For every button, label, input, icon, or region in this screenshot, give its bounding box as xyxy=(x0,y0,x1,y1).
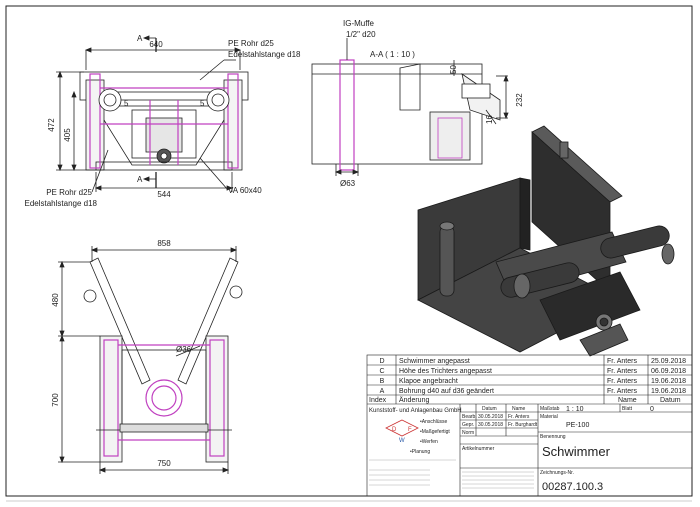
svg-text:Artikelnummer: Artikelnummer xyxy=(462,446,495,452)
service-1: •Anschlüsse xyxy=(420,419,448,425)
dim-544: 544 xyxy=(157,190,171,199)
revision-name: Fr. Anters xyxy=(607,368,637,375)
revision-index: C xyxy=(379,368,384,375)
svg-text:Datum: Datum xyxy=(482,406,497,412)
svg-text:30.05.2018: 30.05.2018 xyxy=(478,422,503,428)
label-ig-muffe: IG-Muffe xyxy=(343,19,375,28)
company-logo: D F W xyxy=(385,419,419,444)
scale-value: 1 : 10 xyxy=(566,406,584,413)
revision-index: B xyxy=(380,378,385,385)
front-view xyxy=(56,35,249,193)
revision-name: Fr. Anters xyxy=(607,358,637,365)
svg-text:Bearb.: Bearb. xyxy=(462,414,477,420)
svg-text:Index: Index xyxy=(369,397,387,404)
svg-text:Maßstab: Maßstab xyxy=(540,406,560,412)
service-2: •Maßgefertigt xyxy=(420,429,450,435)
svg-text:Norm: Norm xyxy=(462,430,474,436)
label-edelstahl-top: Edelstahlstange d18 xyxy=(228,50,301,59)
company-name: Kunststoff- und Anlagenbau GmbH xyxy=(369,408,462,414)
svg-text:Benennung: Benennung xyxy=(540,434,566,440)
drawing-number: 00287.100.3 xyxy=(542,481,603,493)
svg-text:Material: Material xyxy=(540,414,558,420)
label-pe-rohr-top: PE Rohr d25 xyxy=(228,39,274,48)
svg-text:Zeichnungs-Nr.: Zeichnungs-Nr. xyxy=(540,470,574,476)
material-value: PE-100 xyxy=(566,422,589,429)
dim-858: 858 xyxy=(157,239,171,248)
revision-date: 19.06.2018 xyxy=(651,378,686,385)
svg-text:F: F xyxy=(408,427,412,433)
label-pe-rohr-bottom: PE Rohr d25 xyxy=(46,188,92,197)
svg-text:Fr. Anters: Fr. Anters xyxy=(508,414,530,420)
dim-50: 50 xyxy=(449,65,458,74)
section-title: A-A ( 1 : 10 ) xyxy=(370,50,415,59)
revision-row-b: B Klapoe angebracht Fr. Anters 19.06.201… xyxy=(380,378,686,385)
dim-480: 480 xyxy=(51,293,60,307)
svg-text:Änderung: Änderung xyxy=(399,396,429,404)
dim-5-right: 5 xyxy=(200,99,205,108)
revision-name: Fr. Anters xyxy=(607,378,637,385)
revision-date: 06.09.2018 xyxy=(651,368,686,375)
dim-phi36: Ø36 xyxy=(176,345,192,354)
label-va: VA 60x40 xyxy=(228,186,262,195)
dim-5-left: 5 xyxy=(124,99,129,108)
revision-change: Klapoe angebracht xyxy=(399,378,458,385)
revision-header: Index Änderung Name Datum xyxy=(369,396,681,404)
revision-date: 19.06.2018 xyxy=(651,388,686,395)
revision-change: Höhe des Trichters angepasst xyxy=(399,368,492,375)
isometric-view xyxy=(417,125,675,357)
svg-text:Blatt: Blatt xyxy=(622,406,633,412)
svg-text:30.05.2018: 30.05.2018 xyxy=(478,414,503,420)
revision-change: Schwimmer angepasst xyxy=(399,358,470,365)
service-4: •Planung xyxy=(410,449,430,455)
revision-row-a: A Bohrung d40 auf d36 geändert Fr. Anter… xyxy=(380,388,686,395)
section-mark-bottom: A xyxy=(137,175,143,184)
dim-700: 700 xyxy=(51,393,60,407)
svg-text:Fr. Burghardt: Fr. Burghardt xyxy=(508,422,538,428)
label-edelstahl-bottom: Edelstahlstange d18 xyxy=(25,199,98,208)
top-view xyxy=(58,246,243,474)
revision-row-c: C Höhe des Trichters angepasst Fr. Anter… xyxy=(379,368,686,375)
dim-640: 640 xyxy=(149,40,163,49)
label-ig-size: 1/2" d20 xyxy=(346,30,376,39)
dim-405: 405 xyxy=(63,128,72,142)
dim-16: 16 xyxy=(485,115,494,124)
svg-text:Gepr.: Gepr. xyxy=(462,422,474,428)
dim-phi63: Ø63 xyxy=(340,179,356,188)
svg-text:Datum: Datum xyxy=(660,397,681,404)
service-3: •Werfen xyxy=(420,439,438,445)
revision-index: A xyxy=(380,388,385,395)
revision-index: D xyxy=(379,358,384,365)
svg-text:Name: Name xyxy=(618,397,637,404)
revision-date: 25.09.2018 xyxy=(651,358,686,365)
sheet-border xyxy=(5,5,693,497)
revision-name: Fr. Anters xyxy=(607,388,637,395)
dim-232: 232 xyxy=(515,93,524,107)
dim-472: 472 xyxy=(47,118,56,132)
revision-row-d: D Schwimmer angepasst Fr. Anters 25.09.2… xyxy=(379,358,686,365)
sheet-number: 0 xyxy=(650,406,654,413)
revision-change: Bohrung d40 auf d36 geändert xyxy=(399,388,494,395)
svg-text:Name: Name xyxy=(512,406,526,412)
svg-text:D: D xyxy=(392,427,397,433)
svg-text:W: W xyxy=(399,438,405,444)
title-block xyxy=(366,354,693,497)
section-mark-top: A xyxy=(137,34,143,43)
section-view xyxy=(311,38,509,176)
dim-750: 750 xyxy=(157,459,171,468)
part-title: Schwimmer xyxy=(542,444,611,459)
